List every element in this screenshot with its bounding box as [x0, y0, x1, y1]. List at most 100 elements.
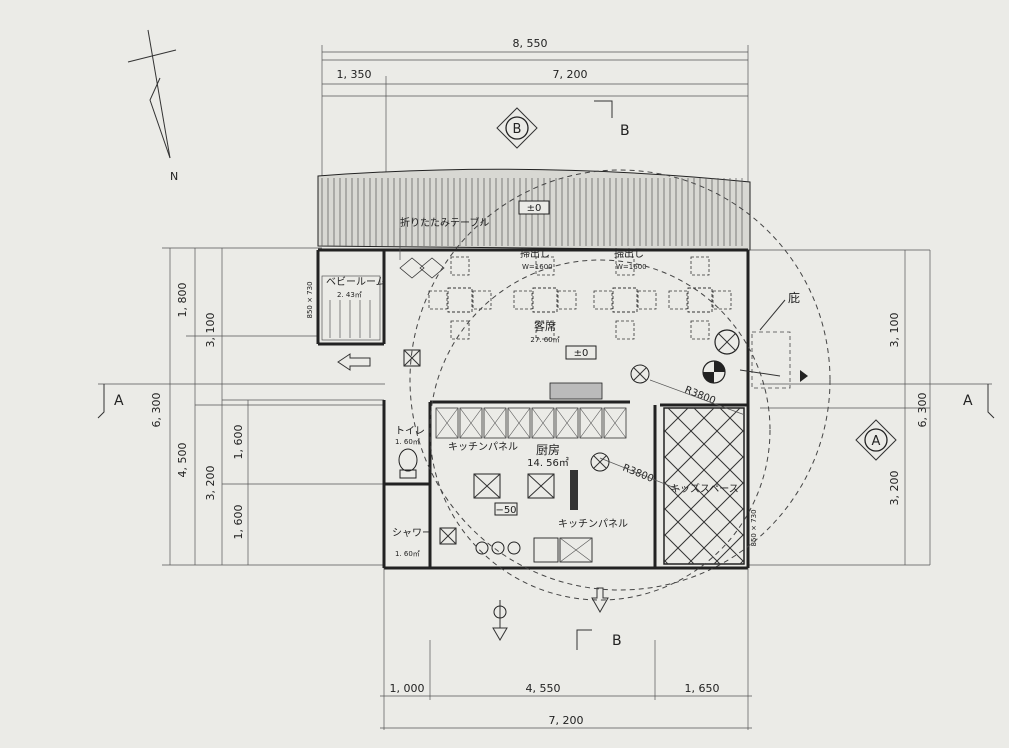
- baby-room-label: ベビールーム: [326, 276, 386, 288]
- dim-left-1800: 1, 800: [176, 283, 189, 318]
- shower-label: シャワー: [392, 528, 432, 539]
- table-1: [447, 287, 473, 313]
- kitchen: キッチンパネル 厨房 14. 56㎡ −50 キッチンパネル: [435, 407, 628, 563]
- top-dimensions: 8, 550 1, 350 7, 200: [321, 37, 749, 250]
- right-dimensions: 3, 100 6, 300 3, 200: [748, 249, 931, 566]
- toilet-shower: トイレ 1. 60㎡ シャワー 1. 60㎡: [392, 426, 457, 558]
- building-walls: [316, 248, 750, 570]
- chair: [450, 320, 470, 340]
- chair: [593, 290, 613, 310]
- table-2: [532, 287, 558, 313]
- sink: [533, 537, 559, 563]
- counter-cell: [579, 407, 603, 439]
- kitchen-area: 14. 56㎡: [527, 457, 569, 469]
- table-3: [612, 287, 638, 313]
- kids-window-size: 850 × 730: [750, 509, 758, 546]
- folding-table: [419, 257, 445, 279]
- chair: [472, 290, 492, 310]
- dim-left-4500: 4, 500: [176, 443, 189, 478]
- window-1-width: W=1600: [522, 263, 553, 271]
- counter-cell: [435, 407, 459, 439]
- chair: [557, 290, 577, 310]
- dim-bottom-mid: 4, 550: [526, 682, 561, 695]
- dim-right-3200: 3, 200: [888, 471, 901, 506]
- burner: [491, 541, 505, 555]
- window-2-label: 掃出し: [614, 247, 644, 260]
- exit-arrows: [337, 349, 609, 614]
- toilet-label: トイレ: [395, 426, 425, 437]
- dim-left-1600a: 1, 600: [232, 425, 245, 460]
- chair: [637, 290, 657, 310]
- chair: [615, 256, 635, 276]
- dim-top-right: 7, 200: [553, 68, 588, 81]
- chair: [712, 290, 732, 310]
- counter-cell: [555, 407, 579, 439]
- seating-level: ±0: [574, 348, 589, 359]
- chair: [615, 320, 635, 340]
- north-label: N: [170, 170, 178, 183]
- dim-bottom-right: 1, 650: [685, 682, 720, 695]
- kitchen-panel-2-label: キッチンパネル: [558, 518, 628, 530]
- baby-window-size: 850 × 730: [306, 281, 314, 318]
- burner: [507, 541, 521, 555]
- baby-room-area: 2. 43㎡: [337, 291, 362, 299]
- seating-label: 客席: [534, 319, 556, 333]
- garden-side: 庇: [702, 290, 808, 389]
- roof-eaves: ±0: [317, 168, 751, 251]
- bottom-dimensions: 1, 000 4, 550 1, 650 7, 200: [380, 568, 752, 730]
- chair: [535, 256, 555, 276]
- chair: [668, 290, 688, 310]
- chair: [535, 320, 555, 340]
- seating-area: 折りたたみテーブル 掃出し W=1600 掃出し W=1600 客席 27. 6…: [399, 216, 732, 400]
- kids-space-label: キッズスペース: [670, 482, 739, 495]
- counter-cell: [483, 407, 507, 439]
- marker-a-label: A: [872, 434, 881, 449]
- section-marker-b-top: B B: [496, 100, 630, 149]
- folding-table-label: 折りたたみテーブル: [400, 216, 489, 229]
- counter-cell: [507, 407, 531, 439]
- kitchen-label: 厨房: [536, 442, 560, 457]
- baby-room: ベビールーム 2. 43㎡ 850 × 730: [306, 275, 386, 341]
- window-2-width: W=1600: [616, 263, 647, 271]
- chair: [513, 290, 533, 310]
- chair: [690, 256, 710, 276]
- section-a-left-label: A: [114, 393, 124, 409]
- section-b-bottom-label: B: [612, 633, 622, 649]
- counter-cell: [459, 407, 483, 439]
- chair: [690, 320, 710, 340]
- dim-left-6300: 6, 300: [150, 393, 163, 428]
- section-b-top-label: B: [620, 123, 630, 139]
- seating-area-value: 27. 60㎡: [530, 336, 559, 344]
- section-line-a: A A A: [97, 383, 995, 461]
- marker-b-label: B: [513, 122, 522, 137]
- table-4: [687, 287, 713, 313]
- section-marker-b-bottom: B: [492, 600, 622, 650]
- window-1-label: 掃出し: [520, 247, 550, 260]
- shower-area: 1. 60㎡: [395, 550, 420, 558]
- folding-table: [399, 257, 425, 279]
- left-dimensions: 1, 800 3, 100 6, 300 4, 500 3, 200 1, 60…: [150, 247, 384, 566]
- toilet-area: 1. 60㎡: [395, 438, 420, 446]
- dim-left-3200: 3, 200: [204, 466, 217, 501]
- dim-left-1600b: 1, 600: [232, 505, 245, 540]
- counter-cell: [531, 407, 555, 439]
- kitchen-panel-1-label: キッチンパネル: [448, 441, 518, 453]
- dim-right-3100: 3, 100: [888, 313, 901, 348]
- chair: [428, 290, 448, 310]
- north-arrow: N: [127, 29, 178, 183]
- burner: [475, 541, 489, 555]
- garden-label: 庇: [788, 290, 800, 305]
- chair: [450, 256, 470, 276]
- kitchen-level: −50: [495, 505, 516, 516]
- dim-bottom-total: 7, 200: [549, 714, 584, 727]
- dim-right-6300: 6, 300: [916, 393, 929, 428]
- dim-left-3100: 3, 100: [204, 313, 217, 348]
- dim-bottom-left: 1, 000: [390, 682, 425, 695]
- dim-top-total: 8, 550: [513, 37, 548, 50]
- roof-level-label: ±0: [527, 203, 542, 214]
- counter-cell: [603, 407, 627, 439]
- dim-top-left: 1, 350: [337, 68, 372, 81]
- section-a-right-label: A: [963, 393, 973, 409]
